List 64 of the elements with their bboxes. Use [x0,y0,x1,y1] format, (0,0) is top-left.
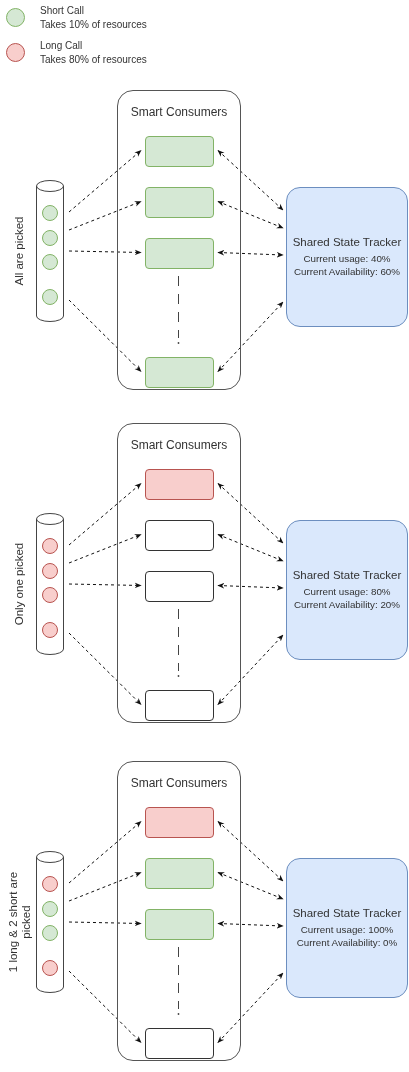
tracker-stat: Current usage: 40% [303,253,391,266]
dashed-arrow [68,534,142,564]
tracker-title: Shared State Tracker [292,569,402,582]
tracker-box [286,858,408,998]
dashed-arrow [217,972,284,1043]
queue-cylinder [36,180,64,322]
consumer-box [145,520,214,551]
tracker-box [286,187,408,327]
tracker-stat: Current Availability: 0% [296,936,398,949]
consumer-box [145,357,214,388]
dashed-arrow [217,634,284,705]
tracker-stat: Current usage: 80% [303,586,391,599]
tracker-stat: Current Availability: 60% [294,265,400,278]
tracker-stat: Current usage: 100% [300,924,394,937]
dashed-arrow [217,301,284,372]
dashed-arrow [217,150,284,211]
dashed-arrow [68,872,142,902]
consumer-box [145,1028,214,1059]
tracker-box [286,520,408,660]
consumer-box [145,909,214,940]
group-container [117,761,241,1061]
dashed-arrow [68,249,142,256]
queue-cylinder [36,513,64,655]
consumer-box [145,238,214,269]
consumer-box [145,136,214,167]
legend-note: Takes 10% of resources [40,19,147,30]
legend-label: Long Call [40,40,83,51]
group-title: Smart Consumers [129,776,229,790]
group-title: Smart Consumers [129,105,229,119]
consumer-box [145,571,214,602]
dashed-arrow [217,582,284,591]
dashed-arrow [68,920,142,927]
dashed-arrow [217,821,284,882]
dashed-arrow [217,534,284,562]
consumer-box [145,690,214,721]
consumer-box [145,187,214,218]
dashed-arrow [68,582,142,589]
legend-label: Short Call [40,5,84,16]
dashed-arrow [68,483,142,546]
group-title: Smart Consumers [129,438,229,452]
dashed-arrow [68,150,142,213]
queue-cylinder [36,851,64,993]
group-container [117,423,241,723]
tracker-title: Shared State Tracker [292,236,402,249]
legend-note: Takes 80% of resources [40,54,147,65]
dashed-arrow [68,632,142,705]
queue-caption: 1 long & 2 short are picked [6,870,33,975]
dashed-arrow [217,483,284,544]
dashed-arrow [217,872,284,900]
group-container [117,90,241,390]
dashed-arrow [68,201,142,231]
consumer-box [145,807,214,838]
tracker-stat: Current Availability: 20% [294,598,400,611]
dashed-arrow [217,249,284,258]
queue-caption: All are picked [13,215,27,288]
dashed-arrow [68,821,142,884]
dashed-arrow [217,920,284,929]
dashed-arrow [68,970,142,1043]
queue-caption: Only one picked [13,541,27,628]
dashed-arrow [217,201,284,229]
consumer-box [145,858,214,889]
consumer-box [145,469,214,500]
tracker-title: Shared State Tracker [292,907,402,920]
dashed-arrow [68,299,142,372]
